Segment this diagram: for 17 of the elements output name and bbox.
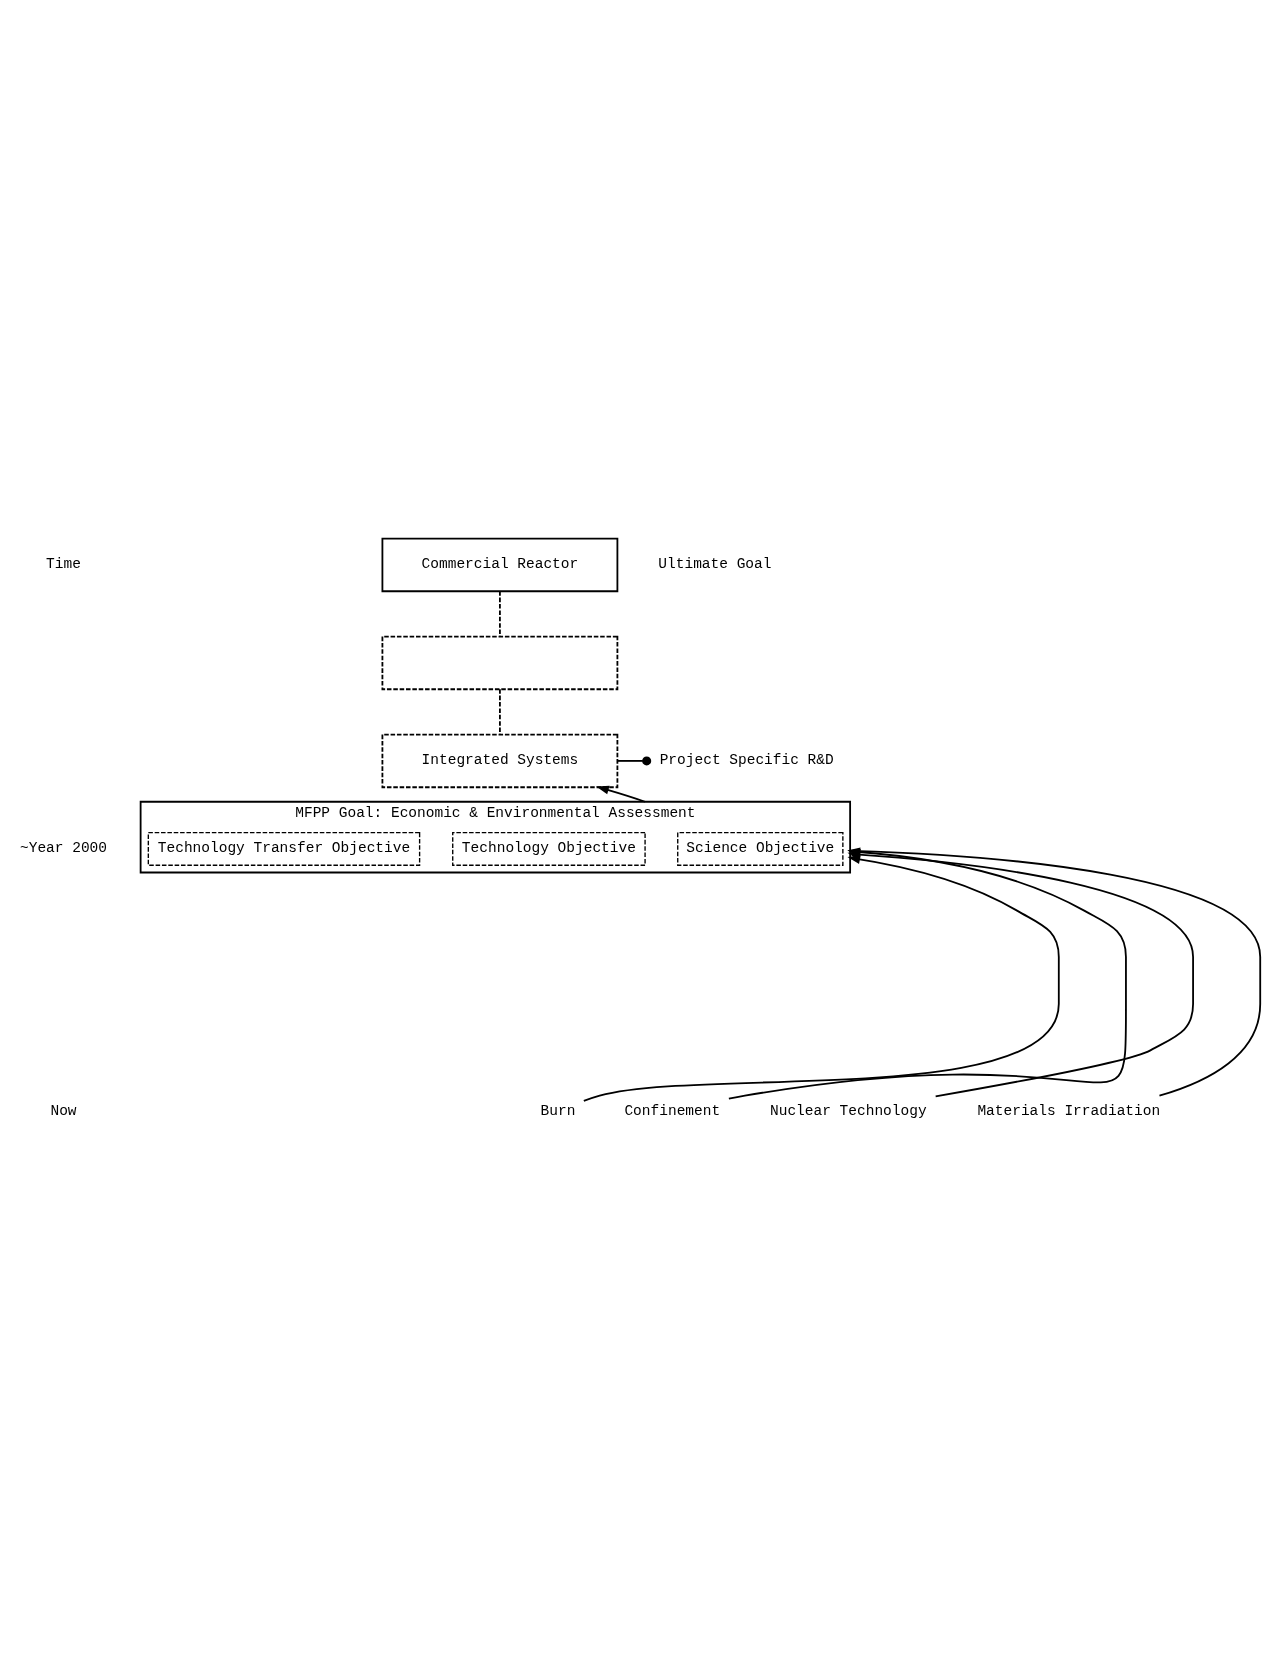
label: ~Year 2000 xyxy=(19,840,107,857)
node-text: Materials Irradiation xyxy=(977,1103,1161,1120)
node-box: Science Objective xyxy=(677,831,844,866)
node-box: Technology Transfer Objective xyxy=(147,831,421,866)
arrow xyxy=(596,785,646,803)
label: Now xyxy=(50,1103,77,1120)
node-text: Nuclear Technology xyxy=(769,1103,927,1120)
connector xyxy=(616,756,652,766)
label: Time xyxy=(46,556,81,573)
node-text: Project Specific R&D xyxy=(659,752,834,769)
node-box xyxy=(381,635,619,691)
node-box: Technology Objective xyxy=(452,831,646,866)
node-box: Integrated Systems xyxy=(381,733,619,789)
node-text: Confinement xyxy=(624,1103,721,1120)
node-box: Commercial Reactor xyxy=(381,537,619,593)
node-label: Ultimate Goal xyxy=(658,556,772,573)
node-text: Burn xyxy=(540,1103,576,1120)
